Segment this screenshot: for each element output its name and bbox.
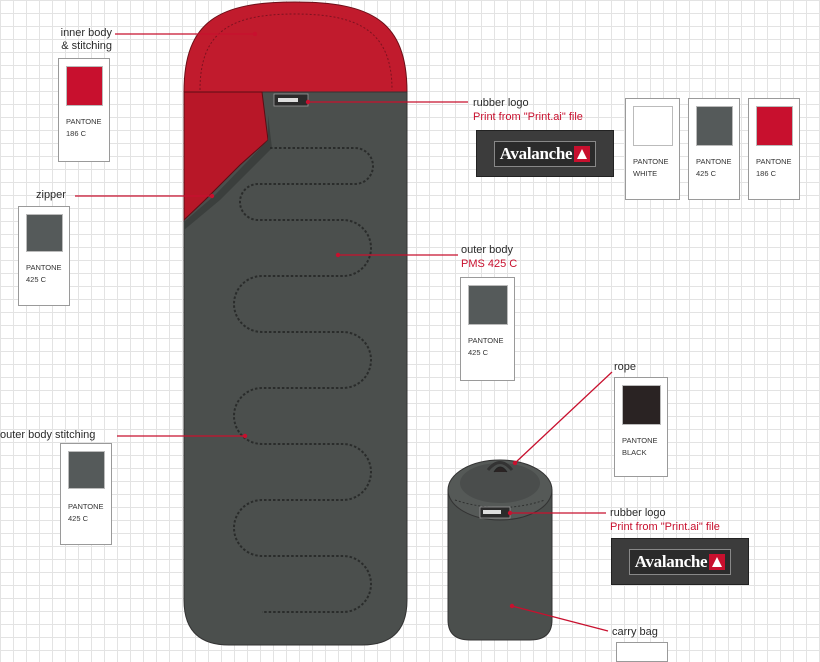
swatch-card-rope: PANTONE BLACK	[614, 377, 668, 477]
carry-bag-shape	[447, 489, 553, 641]
swatch-chip-logo-white	[633, 106, 673, 146]
swatch-card-carry-bag-partial	[616, 642, 668, 662]
label-rubber-logo-bottom: rubber logo	[610, 507, 666, 519]
swatch-chip-inner-body	[66, 66, 103, 106]
outer-body-stitching-line	[233, 147, 374, 613]
swatch-card-logo-white: PANTONE WHITE	[625, 98, 680, 200]
swatch-chip-rope	[622, 385, 661, 425]
swatch-chip-outer-stitching	[68, 451, 105, 489]
avalanche-mountain-icon	[574, 145, 591, 162]
leader-lines	[75, 33, 613, 632]
label-rubber-logo-top: rubber logo	[473, 97, 529, 109]
label-print-from-bottom: Print from "Print.ai" file	[610, 521, 720, 533]
swatch-chip-logo-425	[696, 106, 733, 146]
swatch-card-zipper: PANTONE 425 C	[18, 206, 70, 306]
avalanche-logo: Avalanche	[493, 140, 597, 167]
swatch-chip-zipper	[26, 214, 63, 252]
label-print-from-top: Print from "Print.ai" file	[473, 111, 583, 123]
swatch-card-logo-425: PANTONE 425 C	[688, 98, 740, 200]
label-rope: rope	[614, 361, 637, 373]
swatch-card-inner-body: PANTONE 186 C	[58, 58, 110, 162]
swatch-card-logo-186: PANTONE 186 C	[748, 98, 800, 200]
label-outer-body-stitching: outer body stitching	[0, 429, 96, 441]
swatch-card-outer-body: PANTONE 425 C	[460, 277, 515, 381]
avalanche-logo: Avalanche	[628, 548, 732, 575]
label-outer-body: outer body	[461, 244, 513, 256]
avalanche-mountain-icon	[709, 553, 726, 570]
outer-body-shape	[183, 91, 408, 646]
inner-body-flap	[183, 91, 269, 222]
swatch-card-outer-stitching: PANTONE 425 C	[60, 443, 112, 545]
swatch-chip-outer-body	[468, 285, 508, 325]
zipper-edge	[184, 115, 272, 230]
rubber-logo-plate-bottom: Avalanche	[611, 538, 749, 585]
label-carry-bag: carry bag	[612, 626, 658, 638]
label-zipper: zipper	[36, 189, 66, 201]
label-outer-body-pms: PMS 425 C	[461, 258, 518, 270]
label-inner-body: inner body & stitching	[60, 27, 112, 52]
swatch-chip-logo-186	[756, 106, 793, 146]
rubber-logo-plate-top: Avalanche	[476, 130, 614, 177]
